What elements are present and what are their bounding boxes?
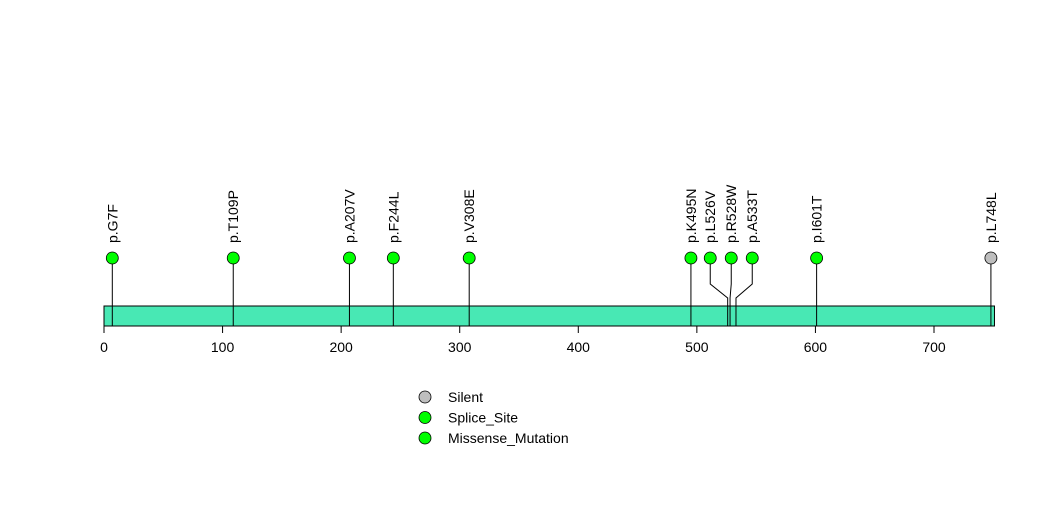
x-tick-label: 700 <box>922 339 946 355</box>
lollipop-stem <box>735 258 753 326</box>
mutation-point <box>984 251 998 265</box>
mutation-label: p.F244L <box>385 191 401 243</box>
mutation-label: p.I601T <box>809 195 825 243</box>
mutation-point <box>810 251 824 265</box>
mutation-label: p.V308E <box>461 189 477 243</box>
legend-marker <box>418 411 432 424</box>
mutation-point <box>462 251 476 265</box>
x-tick-label: 400 <box>567 339 591 355</box>
mutation-label: p.A207V <box>341 189 357 243</box>
x-tick-label: 300 <box>448 339 472 355</box>
x-tick-label: 600 <box>804 339 828 355</box>
lollipop-stem <box>729 258 732 326</box>
mutation-point <box>226 251 240 265</box>
mutation-point <box>724 251 738 265</box>
legend-label: Missense_Mutation <box>448 430 569 446</box>
mutation-point <box>745 251 759 265</box>
mutation-label: p.R528W <box>723 184 739 243</box>
mutation-label: p.A533T <box>744 190 760 243</box>
legend-label: Silent <box>448 389 483 405</box>
legend-marker <box>418 431 432 445</box>
protein-bar <box>103 305 995 327</box>
lollipop-stem <box>709 258 729 326</box>
x-tick-label: 0 <box>100 339 108 355</box>
mutation-label: p.T109P <box>225 190 241 243</box>
mutation-point <box>386 251 400 265</box>
x-tick-label: 500 <box>685 339 709 355</box>
mutation-label: p.L526V <box>702 190 718 243</box>
mutation-label: p.G7F <box>104 204 120 243</box>
legend-marker <box>418 390 432 404</box>
mutation-point <box>703 251 717 265</box>
mutation-label: p.K495N <box>683 189 699 243</box>
mutation-point <box>684 251 698 265</box>
mutation-label: p.L748L <box>983 192 999 243</box>
mutation-point <box>343 251 356 265</box>
legend-label: Splice_Site <box>448 410 518 426</box>
mutation-point <box>105 251 119 265</box>
x-tick-label: 100 <box>211 339 235 355</box>
x-tick-label: 200 <box>329 339 353 355</box>
